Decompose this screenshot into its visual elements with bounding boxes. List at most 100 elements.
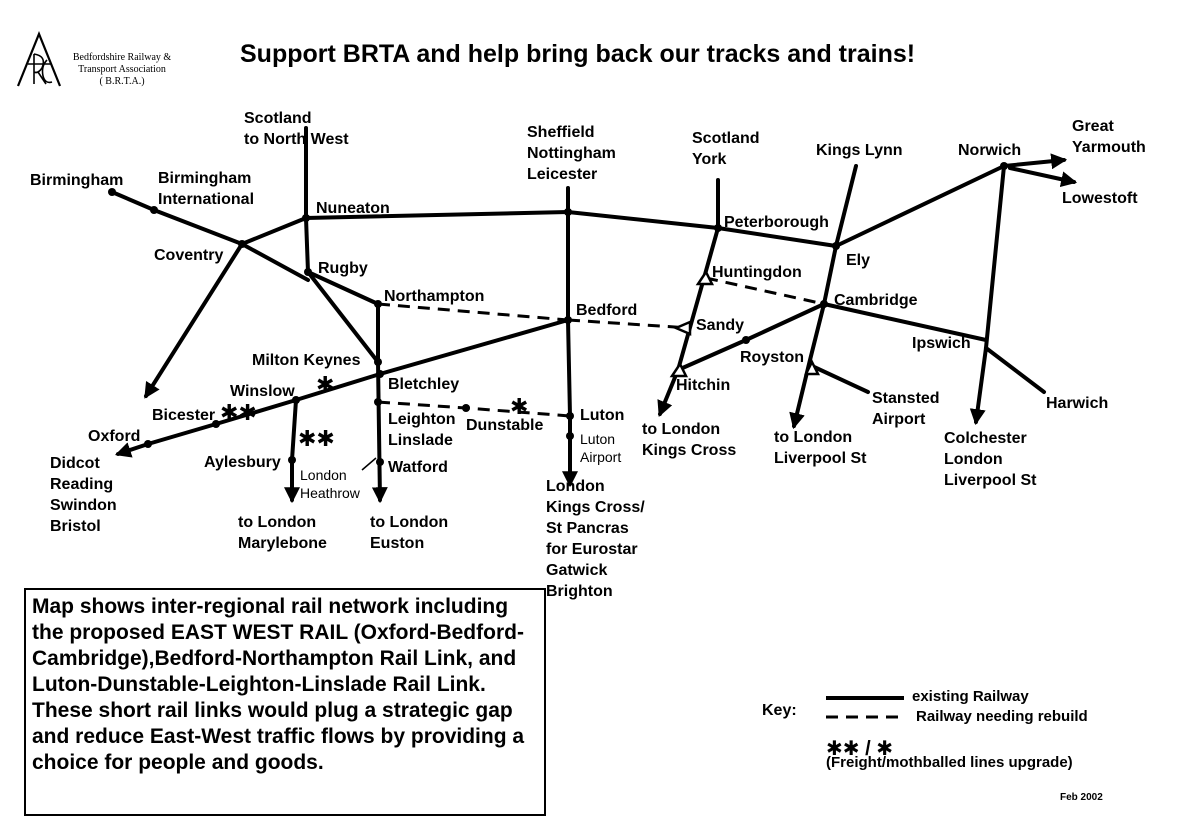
station-watford bbox=[376, 458, 384, 466]
station-aylesbury bbox=[288, 456, 296, 464]
station-leighton bbox=[374, 398, 382, 406]
station-nuneaton bbox=[302, 214, 310, 222]
label-stansted: Stansted Airport bbox=[872, 390, 940, 428]
junction-sandy bbox=[672, 320, 692, 336]
info-text: Map shows inter-regional rail network in… bbox=[32, 595, 525, 774]
label-birmingham-intl: Birmingham International bbox=[158, 170, 255, 208]
station-dunstable bbox=[462, 404, 470, 412]
key-star-single: ✱ bbox=[876, 738, 893, 760]
line-ipswich-harwich bbox=[984, 346, 1046, 394]
org-line-3: ( B.R.T.A.) bbox=[99, 76, 145, 87]
label-to-kings-cross: to London Kings Cross bbox=[642, 421, 737, 459]
label-aylesbury: Aylesbury bbox=[204, 454, 281, 471]
label-norwich: Norwich bbox=[958, 142, 1022, 159]
label-lowestoft: Lowestoft bbox=[1062, 190, 1138, 207]
freight-marker-dunstable: ✱ bbox=[510, 395, 528, 420]
key-line-samples bbox=[826, 696, 904, 719]
station-luton-airport bbox=[566, 432, 574, 440]
key-existing-label: existing Railway bbox=[912, 688, 1029, 705]
label-didcot: Didcot Reading Swindon Bristol bbox=[50, 455, 117, 535]
label-london-kx: London Kings Cross/ St Pancras for Euros… bbox=[546, 478, 645, 600]
station-bletchley bbox=[376, 370, 384, 378]
label-oxford: Oxford bbox=[88, 428, 141, 445]
date-label: Feb 2002 bbox=[1060, 792, 1103, 803]
key-slash: / bbox=[865, 738, 871, 760]
line-northampton-bedford bbox=[377, 302, 569, 322]
label-sheffield: Sheffield Nottingham Leicester bbox=[527, 124, 616, 183]
station-norwich bbox=[1000, 162, 1008, 170]
key-title: Key: bbox=[762, 702, 797, 719]
line-stansted bbox=[810, 364, 870, 394]
line-bedford-sandy bbox=[567, 318, 691, 330]
label-london-heathrow: London Heathrow bbox=[300, 467, 360, 501]
station-rugby bbox=[304, 268, 312, 276]
key-rebuild-label: Railway needing rebuild bbox=[916, 708, 1088, 725]
line-norwich-lowestoft bbox=[1008, 166, 1078, 188]
station-ely bbox=[832, 242, 840, 250]
line-norwich-yarmouth bbox=[1002, 153, 1068, 170]
label-hitchin: Hitchin bbox=[676, 377, 731, 394]
org-line-2: Transport Association bbox=[78, 64, 166, 75]
label-to-euston: to London Euston bbox=[370, 514, 449, 552]
freight-markers: ✱✱ ✱ ✱✱ ✱ bbox=[220, 373, 528, 452]
label-to-marylebone: to London Marylebone bbox=[238, 514, 327, 552]
line-ely-norwich bbox=[834, 164, 1006, 248]
org-line-1: Bedfordshire Railway & bbox=[72, 52, 172, 63]
label-bicester: Bicester bbox=[152, 407, 216, 424]
junction-hitchin bbox=[669, 361, 689, 378]
line-nuneaton-peterborough bbox=[304, 209, 838, 248]
line-wcml-north bbox=[304, 126, 380, 364]
key-freight-label: (Freight/mothballed lines upgrade) bbox=[826, 754, 1073, 771]
line-marylebone bbox=[284, 398, 300, 504]
line-coventry-nuneaton bbox=[240, 216, 308, 246]
label-milton-keynes: Milton Keynes bbox=[252, 352, 361, 369]
label-bedford: Bedford bbox=[576, 302, 638, 319]
label-bletchley: Bletchley bbox=[388, 376, 460, 393]
label-scotland-york: Scotland York bbox=[692, 130, 760, 168]
label-to-liverpool-st: to London Liverpool St bbox=[774, 429, 867, 467]
freight-marker-aylesbury: ✱✱ bbox=[298, 427, 335, 452]
label-cambridge: Cambridge bbox=[834, 292, 918, 309]
line-oxford-bedford bbox=[114, 318, 570, 458]
freight-marker-bicester: ✱✱ bbox=[220, 401, 257, 426]
junction-markers bbox=[669, 269, 821, 378]
junction-stansted bbox=[803, 359, 821, 376]
label-huntingdon: Huntingdon bbox=[712, 264, 802, 281]
station-northampton bbox=[374, 300, 382, 308]
label-harwich: Harwich bbox=[1046, 395, 1109, 412]
station-peterborough bbox=[714, 224, 722, 232]
label-birmingham: Birmingham bbox=[30, 172, 124, 189]
label-coventry: Coventry bbox=[154, 247, 224, 264]
label-great-yarmouth: Great Yarmouth bbox=[1072, 118, 1146, 156]
station-milton-keynes bbox=[374, 358, 382, 366]
station-coventry bbox=[238, 240, 246, 248]
label-royston: Royston bbox=[740, 349, 804, 366]
label-ely: Ely bbox=[846, 252, 871, 269]
label-peterborough: Peterborough bbox=[724, 214, 829, 231]
station-luton bbox=[566, 412, 574, 420]
key-freight-symbols: ✱✱ / ✱ bbox=[826, 736, 893, 761]
label-northampton: Northampton bbox=[384, 288, 485, 305]
freight-marker-winslow: ✱ bbox=[316, 373, 334, 398]
line-coventry-oxford bbox=[144, 242, 244, 399]
label-scotland-nw: Scotland to North West bbox=[244, 110, 349, 148]
station-winslow bbox=[292, 396, 300, 404]
label-winslow: Winslow bbox=[230, 383, 295, 400]
station-leicester-junction bbox=[564, 208, 572, 216]
station-bedford bbox=[564, 316, 572, 324]
line-huntingdon-cambridge bbox=[705, 276, 825, 306]
label-watford: Watford bbox=[388, 459, 448, 476]
label-leighton: Leighton Linslade bbox=[388, 411, 456, 449]
headline: Support BRTA and help bring back our tra… bbox=[240, 40, 916, 68]
line-norwich-colchester bbox=[969, 164, 1006, 426]
station-bicester bbox=[212, 420, 220, 428]
label-sandy: Sandy bbox=[696, 317, 745, 334]
label-luton-airport: Luton Airport bbox=[580, 431, 622, 465]
label-kings-lynn: Kings Lynn bbox=[816, 142, 903, 159]
organisation-name: Bedfordshire Railway & Transport Associa… bbox=[64, 52, 180, 88]
line-coventry-rugby bbox=[240, 242, 310, 282]
label-dunstable: Dunstable bbox=[466, 417, 544, 434]
stations bbox=[108, 162, 1008, 466]
